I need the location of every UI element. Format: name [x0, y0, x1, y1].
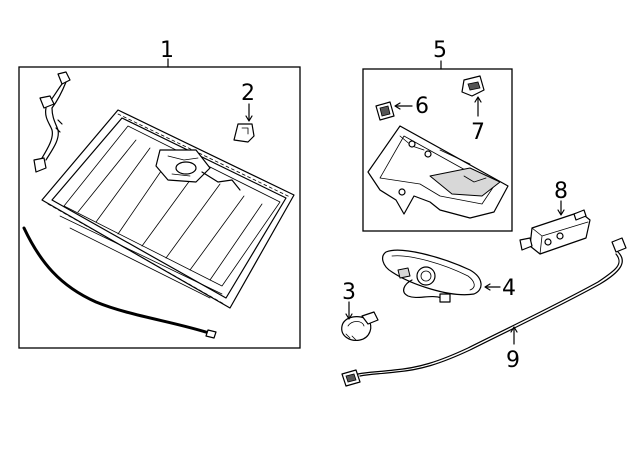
part-2-clip — [233, 123, 255, 143]
windshield-glass — [41, 109, 295, 309]
group-1-frame — [18, 66, 301, 349]
part-3-rain-sensor — [341, 311, 379, 341]
windshield-molding — [22, 226, 214, 336]
part-8-module — [519, 209, 591, 255]
callout-4: 4 — [502, 276, 516, 301]
callout-8: 8 — [554, 179, 568, 204]
group-5-frame — [362, 68, 513, 232]
callout-9: 9 — [506, 348, 520, 373]
callout-3: 3 — [342, 280, 356, 305]
callout-6: 6 — [415, 94, 429, 119]
callout-2: 2 — [241, 81, 255, 106]
callout-7: 7 — [471, 120, 485, 145]
callout-1: 1 — [160, 38, 174, 63]
part-4-rear-view-mirror — [382, 249, 482, 303]
part-7-clip — [461, 75, 485, 97]
group-1-windshield-assembly: 1 — [18, 38, 301, 349]
part-6-clip — [375, 101, 395, 121]
part-9-cable — [341, 237, 627, 387]
wiring-harness-part — [33, 71, 71, 173]
mirror-cover-part — [367, 125, 509, 219]
callout-5: 5 — [433, 38, 447, 63]
group-5-cover-assembly: 5 6 7 — [362, 38, 513, 232]
